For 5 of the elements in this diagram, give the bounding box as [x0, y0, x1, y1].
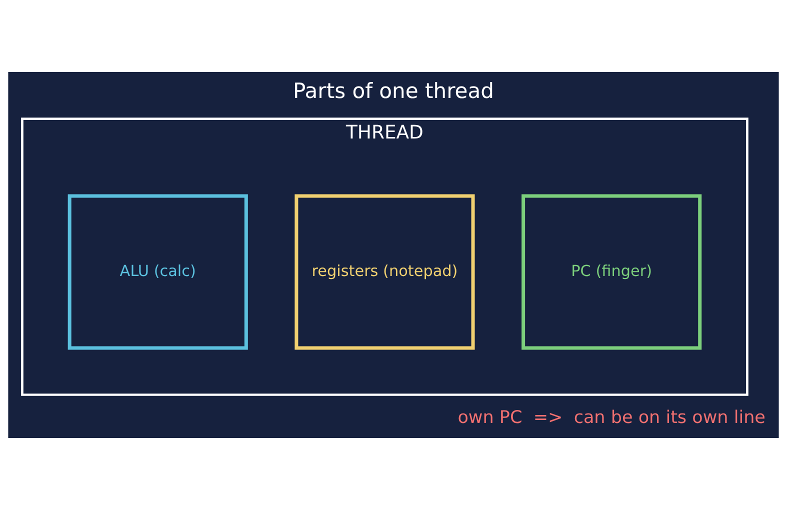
node-box: PC (finger) — [522, 194, 702, 350]
label: own PC => can be on its own line — [458, 408, 766, 428]
node-box: ALU (calc) — [68, 194, 248, 350]
diagram-title: Parts of one thread — [293, 78, 494, 104]
node-box: registers (notepad) — [294, 194, 475, 350]
